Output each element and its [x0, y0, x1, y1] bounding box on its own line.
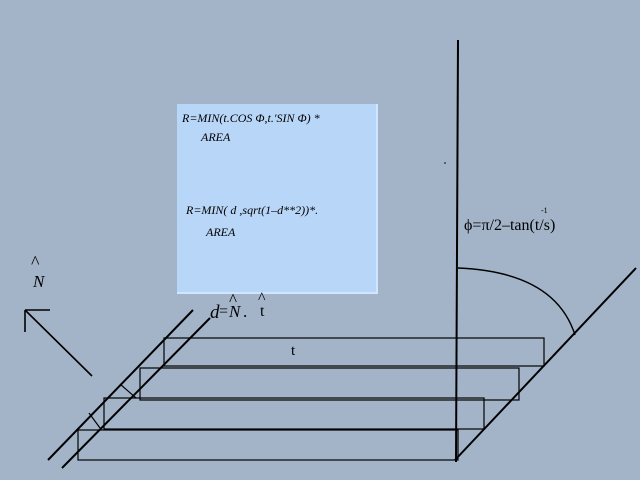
dot-expr-t: t	[260, 303, 265, 320]
phi-angle-arc	[457, 267, 576, 336]
normal-arrow-shaft	[24, 309, 93, 377]
axis-dot	[444, 162, 446, 164]
inverse-exponent: -1	[541, 206, 548, 215]
formula-box: R=MIN(t.COS Φ,t.'SIN Φ) * AREA R=MIN( d …	[177, 104, 378, 294]
formula-1: R=MIN(t.COS Φ,t.'SIN Φ) *	[182, 111, 320, 125]
dot-expr-t-hat: ^	[258, 290, 266, 307]
step-rect-2	[139, 367, 520, 401]
dot-expr-dot: .	[243, 302, 248, 321]
step-rect-1	[163, 337, 545, 367]
formula-1-area: AREA	[201, 130, 231, 144]
phi-formula: ϕ=π/2–tan(t/s)	[464, 217, 556, 234]
slope-line-inner	[61, 317, 211, 469]
step-diagonal-2	[88, 412, 101, 429]
step-diagonal-1	[119, 383, 137, 399]
normal-hat-symbol: ^	[31, 252, 40, 272]
step-rect-4	[77, 429, 459, 461]
dot-expr-n-hat: ^	[229, 290, 237, 309]
tangent-label: t	[291, 343, 296, 359]
dot-expr-n: N	[229, 302, 241, 321]
axis-dot-lower	[455, 429, 457, 431]
slope-line-right	[454, 267, 637, 461]
vertical-axis-line	[455, 39, 459, 463]
normal-label: N	[33, 272, 45, 291]
step-rect-3	[103, 397, 485, 430]
dot-expr-eq: =	[219, 303, 229, 320]
formula-2: R=MIN( d ,sqrt(1–d**2))*.	[186, 203, 319, 217]
dot-expr-d: d	[210, 302, 220, 323]
formula-2-area: AREA	[206, 225, 236, 239]
